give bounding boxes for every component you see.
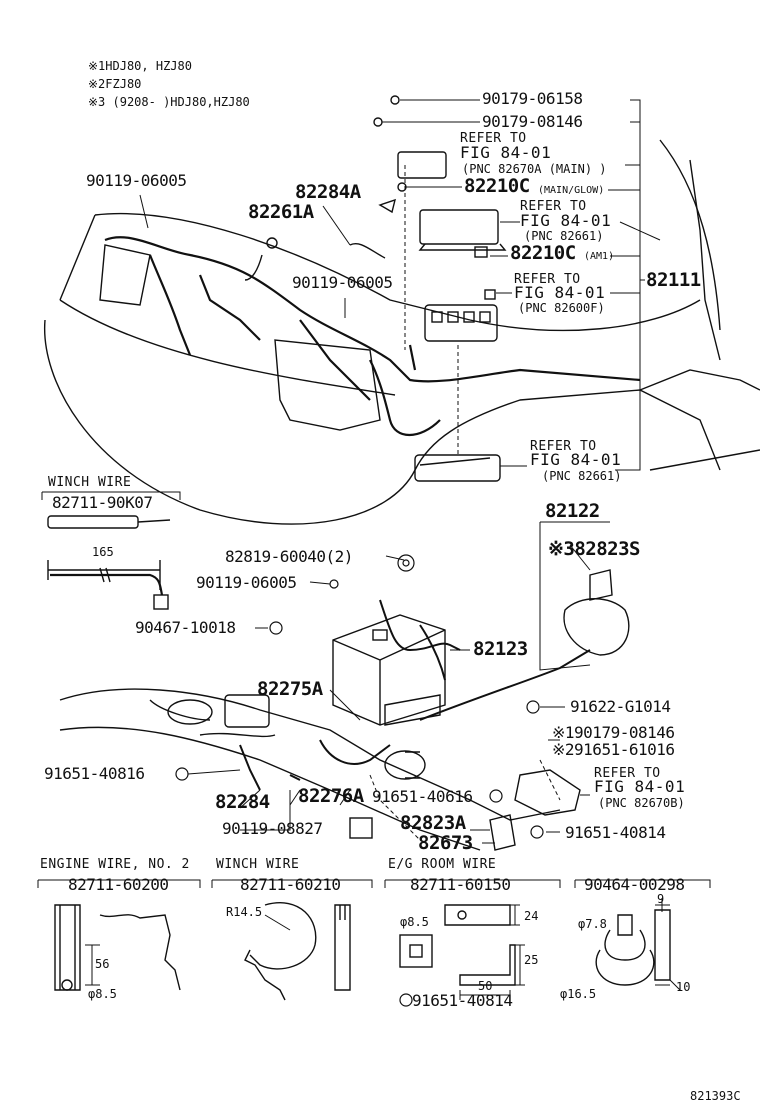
dim-56: 56: [95, 957, 110, 971]
ref4-line-b[interactable]: FIG 84-01: [530, 450, 622, 469]
dim-24: 24: [524, 909, 539, 923]
part-82122[interactable]: 82122: [545, 500, 600, 522]
dim-165: 165: [92, 545, 114, 559]
harness-82111: [104, 236, 641, 383]
part-90179-06158[interactable]: 90179-06158: [482, 89, 583, 108]
remote-wire: [419, 649, 591, 721]
bolt-symbols: [175, 554, 544, 1007]
ref5-line-b[interactable]: FIG 84-01: [594, 777, 686, 796]
ref2-line-c: (PNC 82661): [524, 229, 604, 243]
ref1-line-a: REFER TO: [460, 131, 527, 146]
part-91622-G1014[interactable]: 91622-G1014: [570, 697, 671, 716]
part-82276A[interactable]: 82276A: [298, 785, 364, 807]
ref3-line-b[interactable]: FIG 84-01: [514, 283, 606, 302]
part-91651-40616[interactable]: 91651-40616: [372, 787, 473, 806]
dim-phi-7-8: φ7.8: [578, 917, 607, 931]
ref4-line-a: REFER TO: [530, 439, 597, 454]
engine-wire-pn[interactable]: 82711-60200: [68, 875, 169, 894]
part-82210C-am1[interactable]: 82210C: [510, 242, 576, 264]
part-82111[interactable]: 82111: [646, 269, 701, 291]
dim-50: 50: [478, 979, 493, 993]
part-82275A[interactable]: 82275A: [257, 678, 323, 700]
part-82210C-main-sub: (MAIN/GLOW): [538, 185, 605, 196]
ref5-line-a: REFER TO: [594, 766, 661, 781]
part-90467-10018[interactable]: 90467-10018: [135, 618, 236, 637]
note-2: ※2FZJ80: [88, 77, 142, 91]
dim-phi-8-5-a: φ8.5: [88, 987, 117, 1001]
part-82823A[interactable]: 82823A: [400, 812, 466, 834]
part-82261A[interactable]: 82261A: [248, 201, 314, 223]
part-91651-40814[interactable]: 91651-40814: [565, 823, 666, 842]
part-82673[interactable]: 82673: [418, 832, 473, 854]
ref3-line-a: REFER TO: [514, 272, 581, 287]
body-top: [94, 212, 701, 332]
part-90119-06005-c[interactable]: 90119-06005: [196, 573, 297, 592]
part-91651-40814-b[interactable]: 91651-40814: [412, 991, 513, 1010]
winch-wire-top-pn[interactable]: 82711-90K07: [52, 493, 153, 512]
fuse-box: [419, 209, 499, 245]
part-90119-06005-a[interactable]: 90119-06005: [86, 171, 187, 190]
part-82819-60040[interactable]: 82819-60040(2): [225, 547, 353, 566]
remote-control: [563, 598, 630, 656]
part-82284A[interactable]: 82284A: [295, 181, 361, 203]
winch-wire-pn[interactable]: 82711-60210: [240, 875, 341, 894]
part-82284[interactable]: 82284: [215, 791, 270, 813]
part-90119-08827[interactable]: 90119-08827: [222, 819, 323, 838]
relay-cover: [414, 454, 501, 482]
eg-room-wire-title: E/G ROOM WIRE: [388, 857, 497, 872]
ref1-line-c: (PNC 82670A (MAIN) ): [462, 162, 607, 176]
dim-r14-5: R14.5: [226, 905, 263, 919]
ref3-line-c: (PNC 82600F): [518, 301, 605, 315]
bumper-line: [59, 299, 396, 396]
winch-wire-top-frame: [41, 491, 181, 500]
ref2-line-a: REFER TO: [520, 199, 587, 214]
relay-block-main: [397, 151, 447, 179]
ref4-line-c: (PNC 82661): [542, 469, 622, 483]
note-3: ※3 (9208- )HDJ80,HZJ80: [88, 95, 250, 109]
dim-10: 10: [676, 980, 691, 994]
clip-pn[interactable]: 90464-00298: [584, 875, 685, 894]
ref2-line-b[interactable]: FIG 84-01: [520, 211, 612, 230]
engine-wire-title: ENGINE WIRE, NO. 2: [40, 857, 190, 872]
dim-25: 25: [524, 953, 539, 967]
ref1-line-b[interactable]: FIG 84-01: [460, 143, 552, 162]
part-91651-61016[interactable]: ※291651-61016: [552, 740, 675, 759]
control-box-82123: [332, 614, 446, 726]
part-90119-06005-b[interactable]: 90119-06005: [292, 273, 393, 292]
winch-wire-title: WINCH WIRE: [216, 857, 300, 872]
part-91651-40816[interactable]: 91651-40816: [44, 764, 145, 783]
connector-82276A: [384, 750, 426, 780]
part-90179-08146-b[interactable]: ※190179-08146: [552, 723, 675, 742]
eg-room-wire-pn[interactable]: 82711-60150: [410, 875, 511, 894]
body-outline: [43, 319, 721, 525]
part-82823S[interactable]: ※382823S: [548, 538, 641, 560]
diagram-code: 821393C: [690, 1089, 741, 1103]
part-82123[interactable]: 82123: [473, 638, 528, 660]
winch-wire-top-title: WINCH WIRE: [48, 475, 132, 490]
junction-block: [424, 304, 498, 342]
part-82210C-main[interactable]: 82210C: [464, 175, 530, 197]
dim-phi-8-5-b: φ8.5: [400, 915, 429, 929]
note-1: ※1HDJ80, HZJ80: [88, 59, 192, 73]
ref5-line-c: (PNC 82670B): [598, 796, 685, 810]
dim-phi-16-5: φ16.5: [560, 987, 597, 1001]
part-82210C-am1-sub: (AM1): [584, 251, 615, 262]
part-90179-08146[interactable]: 90179-08146: [482, 112, 583, 131]
solenoid-box: [224, 694, 270, 728]
frame-rail: [59, 688, 561, 821]
dim-9: 9: [657, 892, 665, 906]
